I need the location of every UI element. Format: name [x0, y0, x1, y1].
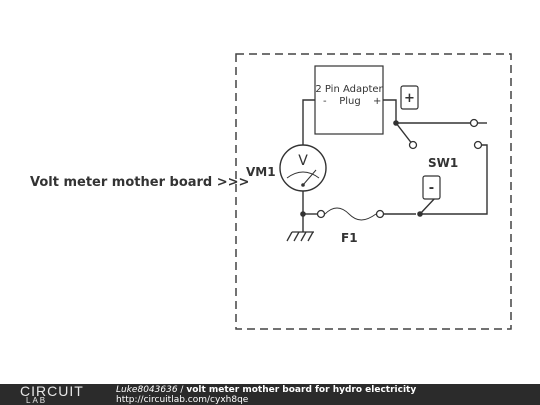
- sw-pivot-minus: [417, 211, 423, 217]
- board-side-label: Volt meter mother board >>>: [30, 175, 249, 190]
- adapter-plus: +: [373, 96, 381, 107]
- fuse-label: F1: [341, 231, 358, 245]
- adapter-plug: Plug: [339, 96, 361, 107]
- adapter-minus: -: [323, 96, 327, 107]
- footer-url[interactable]: http://circuitlab.com/cyxh8qe: [116, 395, 249, 405]
- sw-contact-mid: [408, 140, 418, 150]
- footer-separator: /: [177, 385, 187, 395]
- svg-text:+: +: [404, 91, 415, 106]
- footer-title-line: Luke8043636 / volt meter mother board fo…: [116, 385, 416, 395]
- voltmeter-letter: V: [298, 153, 308, 169]
- ground-icon: [286, 231, 314, 242]
- adapter-label-line1: 2 Pin Adapter: [315, 84, 383, 95]
- footer-author[interactable]: Luke8043636: [116, 385, 178, 395]
- voltmeter-label: VM1: [246, 165, 276, 179]
- sw-contact-upper: [469, 118, 479, 128]
- sw-contact-right: [473, 140, 483, 150]
- fuse-symbol: [316, 207, 385, 221]
- voltmeter-symbol: V: [279, 144, 327, 192]
- wires: [302, 99, 488, 232]
- sw-plus-tag: +: [400, 85, 419, 110]
- schematic-canvas: Volt meter mother board >>> 2 Pin Adapte…: [30, 53, 512, 330]
- circuitlab-logo[interactable]: CIRCUIT LAB: [20, 384, 100, 405]
- logo-circuit: CIRCUIT: [20, 383, 84, 399]
- adapter-box: [314, 65, 384, 135]
- svg-text:-: -: [429, 181, 434, 196]
- board-outline: [235, 53, 512, 330]
- footer-bar: CIRCUIT LAB Luke8043636 / volt meter mot…: [0, 384, 540, 405]
- logo-lab: LAB: [26, 396, 48, 405]
- footer-title: volt meter mother board for hydro electr…: [186, 385, 417, 395]
- junction-node: [300, 211, 306, 217]
- sw-minus-tag: -: [422, 175, 441, 200]
- switch-label: SW1: [428, 156, 458, 170]
- sw-pivot-plus: [393, 120, 399, 126]
